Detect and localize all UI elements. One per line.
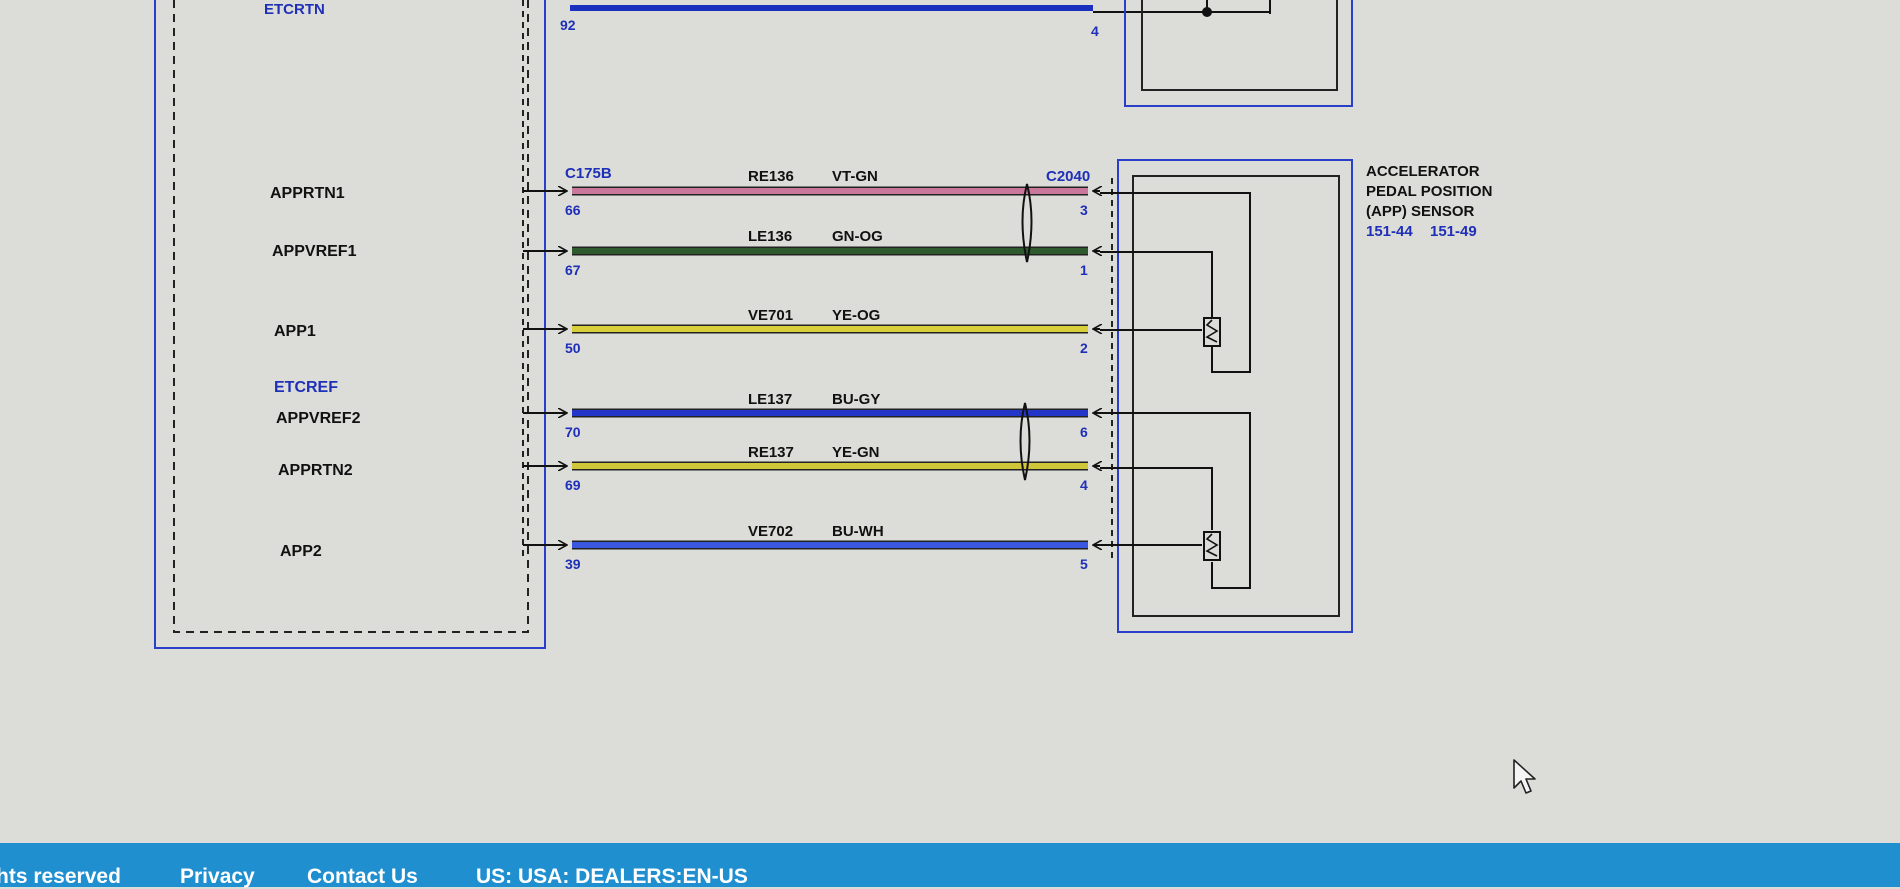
wire-right-pin-label: 3 — [1080, 202, 1088, 218]
wire-circuit-label: RE137 — [748, 444, 794, 461]
etcrtn-label: ETCRTN — [264, 1, 325, 18]
sensor-ref-2: 151-49 — [1430, 223, 1477, 240]
sensor-title-line3: (APP) SENSOR — [1366, 203, 1475, 220]
footer-privacy-link[interactable]: Privacy — [180, 865, 255, 888]
module-outline — [154, 0, 546, 649]
wire-left-pin-label: 70 — [565, 424, 581, 440]
connector-c175b-label: C175B — [565, 165, 612, 182]
pin-label-apprtn1: APPRTN1 — [270, 185, 345, 202]
wire-circuit-label: LE136 — [748, 228, 792, 245]
wire-left-pin-label: 39 — [565, 556, 581, 572]
wire-color-code-label: VT-GN — [832, 168, 878, 185]
wire-left-pin-label: 50 — [565, 340, 581, 356]
top-wire-end-pin: 4 — [1091, 23, 1099, 39]
wire-right-pin-label: 2 — [1080, 340, 1088, 356]
twisted-pair-marker-2 — [1019, 402, 1031, 481]
sensor-internal-wiring — [1100, 192, 1251, 589]
potentiometer-icon — [1203, 317, 1221, 347]
wire-right-pin-label: 5 — [1080, 556, 1088, 572]
potentiometer-icon — [1203, 531, 1221, 561]
pin-label-app2: APP2 — [280, 543, 322, 560]
wire-color-code-label: YE-GN — [832, 444, 880, 461]
wire-circuit-label: LE137 — [748, 391, 792, 408]
top-pin-label: 92 — [560, 17, 576, 33]
wire-circuit-label: VE702 — [748, 523, 793, 540]
pin-label-etcref: ETCREF — [274, 379, 338, 396]
wire-left-pin-label: 66 — [565, 202, 581, 218]
wire-left-pin-label: 67 — [565, 262, 581, 278]
footer-rights-text: hts reserved — [0, 865, 121, 888]
wire-color-code-label: GN-OG — [832, 228, 883, 245]
wire-right-pin-label: 4 — [1080, 477, 1088, 493]
pin-label-app1: APP1 — [274, 323, 316, 340]
footer-bar: hts reserved Privacy Contact Us US: USA:… — [0, 843, 1900, 888]
sensor-title-line1: ACCELERATOR — [1366, 163, 1480, 180]
wire-circuit-label: RE136 — [748, 168, 794, 185]
app-sensor-box — [1117, 159, 1353, 633]
twisted-pair-marker-1 — [1021, 183, 1033, 263]
sensor-ref-1: 151-44 — [1366, 223, 1413, 240]
pin-label-appvref2: APPVREF2 — [276, 410, 361, 427]
wire-color-code-label: BU-GY — [832, 391, 880, 408]
sensor-title-line2: PEDAL POSITION — [1366, 183, 1492, 200]
wire-left-pin-label: 69 — [565, 477, 581, 493]
footer-locale-link[interactable]: US: USA: DEALERS:EN-US — [476, 865, 748, 888]
pin-label-appvref1: APPVREF1 — [272, 243, 357, 260]
wire-color-code-label: YE-OG — [832, 307, 880, 324]
wire-right-pin-label: 1 — [1080, 262, 1088, 278]
footer-contact-link[interactable]: Contact Us — [307, 865, 418, 888]
upper-component-box — [1124, 0, 1353, 107]
wire-color-code-label: BU-WH — [832, 523, 884, 540]
wire-circuit-label: VE701 — [748, 307, 793, 324]
mouse-cursor-icon — [1513, 759, 1536, 794]
pin-label-apprtn2: APPRTN2 — [278, 462, 353, 479]
connector-c2040-label: C2040 — [1046, 168, 1090, 185]
wire-right-pin-label: 6 — [1080, 424, 1088, 440]
